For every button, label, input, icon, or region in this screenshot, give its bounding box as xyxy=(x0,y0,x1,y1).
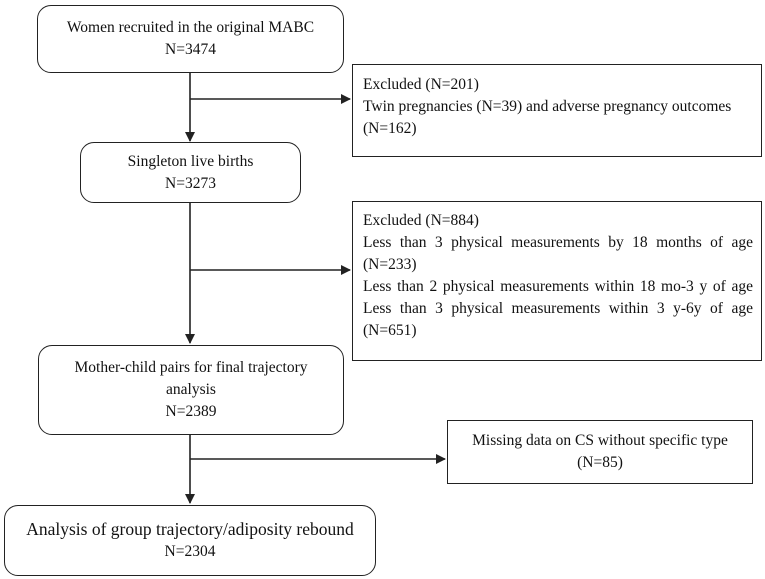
recruited-count: N=3474 xyxy=(165,41,216,58)
missing-title: Missing data on CS without specific type xyxy=(472,432,728,449)
excluded1-box: Excluded (N=201) Twin pregnancies (N=39)… xyxy=(352,64,762,157)
pairs-title: Mother-child pairs for final trajectory xyxy=(74,359,308,376)
missing-box: Missing data on CS without specific type… xyxy=(447,420,753,484)
excluded2-reason-b: Less than 2 physical measurements within… xyxy=(363,278,753,295)
excluded2-box: Excluded (N=884) Less than 3 physical me… xyxy=(352,201,762,361)
missing-count: (N=85) xyxy=(577,454,623,471)
pairs-count: N=2389 xyxy=(165,403,217,420)
recruited-title: Women recruited in the original MABC xyxy=(66,19,315,36)
excluded2-reason-bc-count: (N=651) xyxy=(363,322,417,339)
excluded1-title: Excluded (N=201) xyxy=(363,76,479,93)
singleton-box: Singleton live births N=3273 xyxy=(80,142,301,203)
pairs-title-cont: analysis xyxy=(166,381,216,398)
excluded2-title: Excluded (N=884) xyxy=(363,212,479,229)
analysis-box: Analysis of group trajectory/adiposity r… xyxy=(4,505,376,576)
excluded2-reason-c: Less than 3 physical measurements within… xyxy=(363,300,753,317)
excluded2-reason-a-count: (N=233) xyxy=(363,256,417,273)
singleton-count: N=3273 xyxy=(165,175,216,192)
singleton-title: Singleton live births xyxy=(127,153,254,170)
analysis-count: N=2304 xyxy=(164,543,216,560)
pairs-box: Mother-child pairs for final trajectory … xyxy=(38,345,344,435)
excluded2-reason-a: Less than 3 physical measurements by 18 … xyxy=(363,234,753,251)
excluded1-reason-count: (N=162) xyxy=(363,120,417,137)
recruited-box: Women recruited in the original MABC N=3… xyxy=(37,5,344,73)
excluded1-reason: Twin pregnancies (N=39) and adverse preg… xyxy=(363,98,732,115)
analysis-title: Analysis of group trajectory/adiposity r… xyxy=(26,519,354,539)
